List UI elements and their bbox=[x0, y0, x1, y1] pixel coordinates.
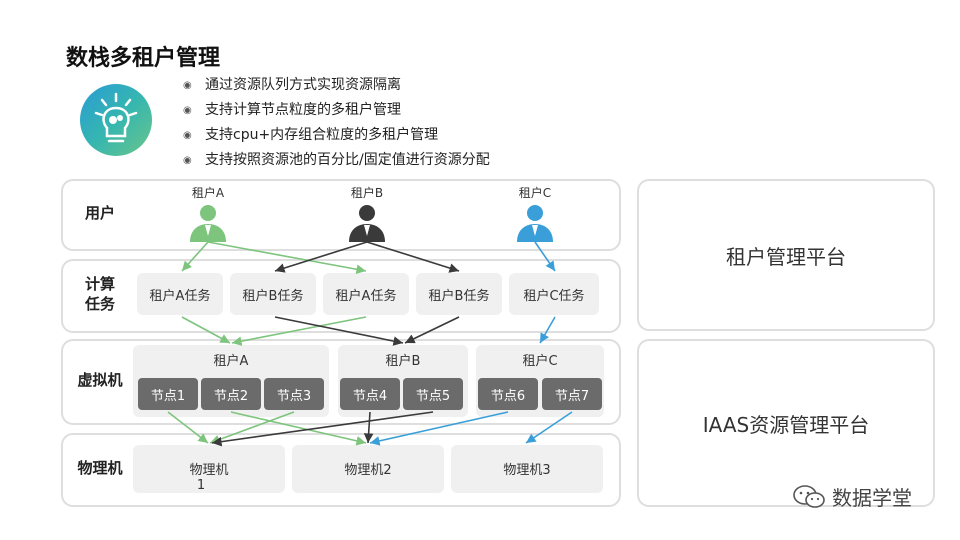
arrow bbox=[534, 241, 556, 272]
row-label-user: 用户 bbox=[84, 204, 115, 222]
task-box: 租户A任务 bbox=[137, 273, 223, 315]
arrow bbox=[404, 316, 460, 344]
feature-list: ◉通过资源队列方式实现资源隔离 ◉支持计算节点粒度的多租户管理 ◉支持cpu+内… bbox=[183, 73, 490, 173]
tenant-a-user-icon bbox=[188, 202, 228, 246]
tenant-c-label: 租户C bbox=[518, 186, 552, 200]
arrow bbox=[230, 411, 367, 446]
tenant-a-label: 租户A bbox=[191, 186, 225, 200]
vm-node: 节点4 bbox=[340, 378, 400, 410]
task-box: 租户B任务 bbox=[230, 273, 316, 315]
arrow bbox=[211, 411, 434, 447]
tenant-b-user-icon bbox=[347, 202, 387, 246]
task-box: 租户B任务 bbox=[416, 273, 502, 315]
row-label-vm: 虚拟机 bbox=[77, 371, 123, 389]
lightbulb-logo-icon bbox=[80, 84, 152, 156]
feature-item: ◉支持计算节点粒度的多租户管理 bbox=[183, 98, 490, 123]
bullet-icon: ◉ bbox=[183, 130, 192, 141]
arrow bbox=[207, 241, 367, 274]
vm-node: 节点3 bbox=[264, 378, 324, 410]
row-label-task: 计算 任务 bbox=[84, 275, 115, 313]
arrow bbox=[274, 316, 404, 346]
feature-item: ◉支持按照资源池的百分比/固定值进行资源分配 bbox=[183, 148, 490, 173]
page-title: 数栈多租户管理 bbox=[66, 46, 221, 71]
feature-item: ◉通过资源队列方式实现资源隔离 bbox=[183, 73, 490, 98]
task-box: 租户C任务 bbox=[509, 273, 599, 315]
arrow bbox=[366, 241, 460, 273]
arrow bbox=[181, 316, 231, 344]
physical-machine-3: 物理机3 bbox=[451, 445, 603, 493]
vm-node: 节点1 bbox=[138, 378, 198, 410]
vm-node: 节点5 bbox=[403, 378, 463, 410]
tenant-b-label: 租户B bbox=[350, 186, 384, 200]
bullet-icon: ◉ bbox=[183, 105, 192, 116]
arrow bbox=[209, 411, 295, 445]
vm-group-label: 租户B bbox=[385, 354, 421, 369]
vm-node: 节点7 bbox=[542, 378, 602, 410]
arrow bbox=[274, 241, 368, 273]
arrow bbox=[539, 316, 556, 344]
bullet-icon: ◉ bbox=[183, 155, 192, 166]
wechat-icon bbox=[793, 484, 825, 508]
row-label-physical: 物理机 bbox=[77, 459, 123, 477]
task-box: 租户A任务 bbox=[323, 273, 409, 315]
arrow bbox=[231, 316, 367, 346]
watermark: 数据学堂 bbox=[792, 482, 912, 511]
tenant-management-platform: 租户管理平台 bbox=[637, 179, 935, 331]
bullet-icon: ◉ bbox=[183, 80, 192, 91]
iaas-resource-platform: IAAS资源管理平台 bbox=[637, 339, 935, 507]
vm-group-label: 租户A bbox=[213, 354, 249, 369]
arrow bbox=[369, 411, 509, 446]
vm-node: 节点6 bbox=[478, 378, 538, 410]
physical-machine-1: 物理机 1 bbox=[133, 445, 285, 493]
arrow bbox=[363, 411, 374, 444]
vm-group-label: 租户C bbox=[522, 354, 558, 369]
feature-item: ◉支持cpu+内存组合粒度的多租户管理 bbox=[183, 123, 490, 148]
physical-machine-2: 物理机2 bbox=[292, 445, 444, 493]
arrow bbox=[167, 411, 209, 444]
arrow bbox=[525, 411, 573, 444]
vm-node: 节点2 bbox=[201, 378, 261, 410]
tenant-c-user-icon bbox=[515, 202, 555, 246]
arrow bbox=[181, 241, 209, 272]
